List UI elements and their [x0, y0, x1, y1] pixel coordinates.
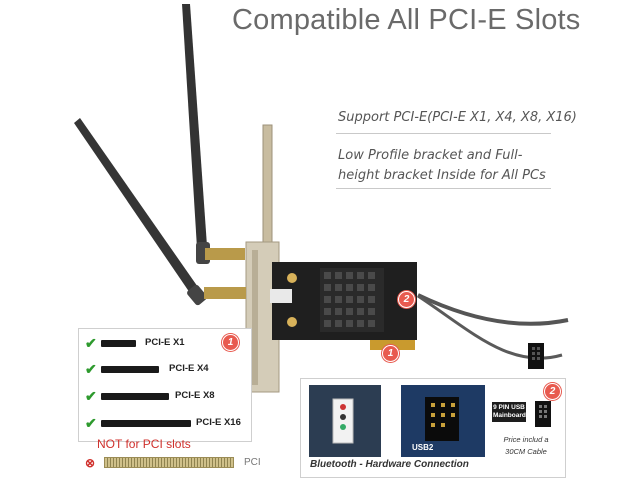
slot-label: PCI-E X4	[169, 363, 209, 374]
antenna-icon	[74, 4, 246, 306]
connection-box: 2	[300, 378, 566, 478]
feature-divider	[336, 133, 551, 134]
connection-badge: 2	[544, 383, 561, 400]
cable-icon	[417, 293, 569, 369]
heatsink-icon	[320, 268, 384, 332]
slot-bar	[101, 366, 159, 373]
page-title: Compatible All PCI-E Slots	[232, 4, 581, 36]
check-icon: ✔	[85, 388, 97, 404]
check-icon: ✔	[85, 361, 97, 377]
slot-compat-box: 1 ✔ PCI-E X1 ✔ PCI-E X4 ✔ PCI-E X8 ✔ PCI…	[78, 328, 252, 442]
slot-label: PCI-E X16	[196, 417, 241, 428]
slot-label: PCI-E X8	[175, 390, 215, 401]
slot-row-x16: ✔ PCI-E X16	[79, 415, 251, 433]
slot-bar	[101, 420, 191, 427]
cable-port-badge: 2	[398, 291, 415, 308]
feature-slots: Support PCI-E(PCI-E X1, X4, X8, X16)	[338, 110, 577, 125]
pin-label: 9 PIN USB Mainboard	[492, 402, 526, 422]
connection-caption: Bluetooth - Hardware Connection	[310, 459, 469, 470]
pci-slot-bar	[104, 457, 234, 468]
slot-bar	[101, 393, 169, 400]
slot-bar	[101, 340, 136, 347]
slot-box-badge: 1	[222, 334, 239, 351]
card-edge-badge: 1	[382, 345, 399, 362]
slot-row-x4: ✔ PCI-E X4	[79, 361, 251, 379]
price-note: Price includ a 30CM Cable	[503, 435, 549, 456]
slot-row-x8: ✔ PCI-E X8	[79, 388, 251, 406]
feature-bracket: Low Profile bracket and Full-height brac…	[338, 148, 546, 183]
usb2-label: USB2	[412, 443, 434, 452]
slot-label: PCI-E X1	[145, 337, 185, 348]
pci-label: PCI	[244, 457, 261, 468]
check-icon: ✔	[85, 335, 97, 351]
feature-divider	[336, 188, 551, 189]
connection-photos	[309, 385, 551, 457]
cross-icon: ⊗	[85, 456, 96, 470]
not-pci-warning: NOT for PCI slots	[97, 437, 191, 451]
check-icon: ✔	[85, 415, 97, 431]
slot-row-x1: ✔ PCI-E X1	[79, 335, 251, 353]
